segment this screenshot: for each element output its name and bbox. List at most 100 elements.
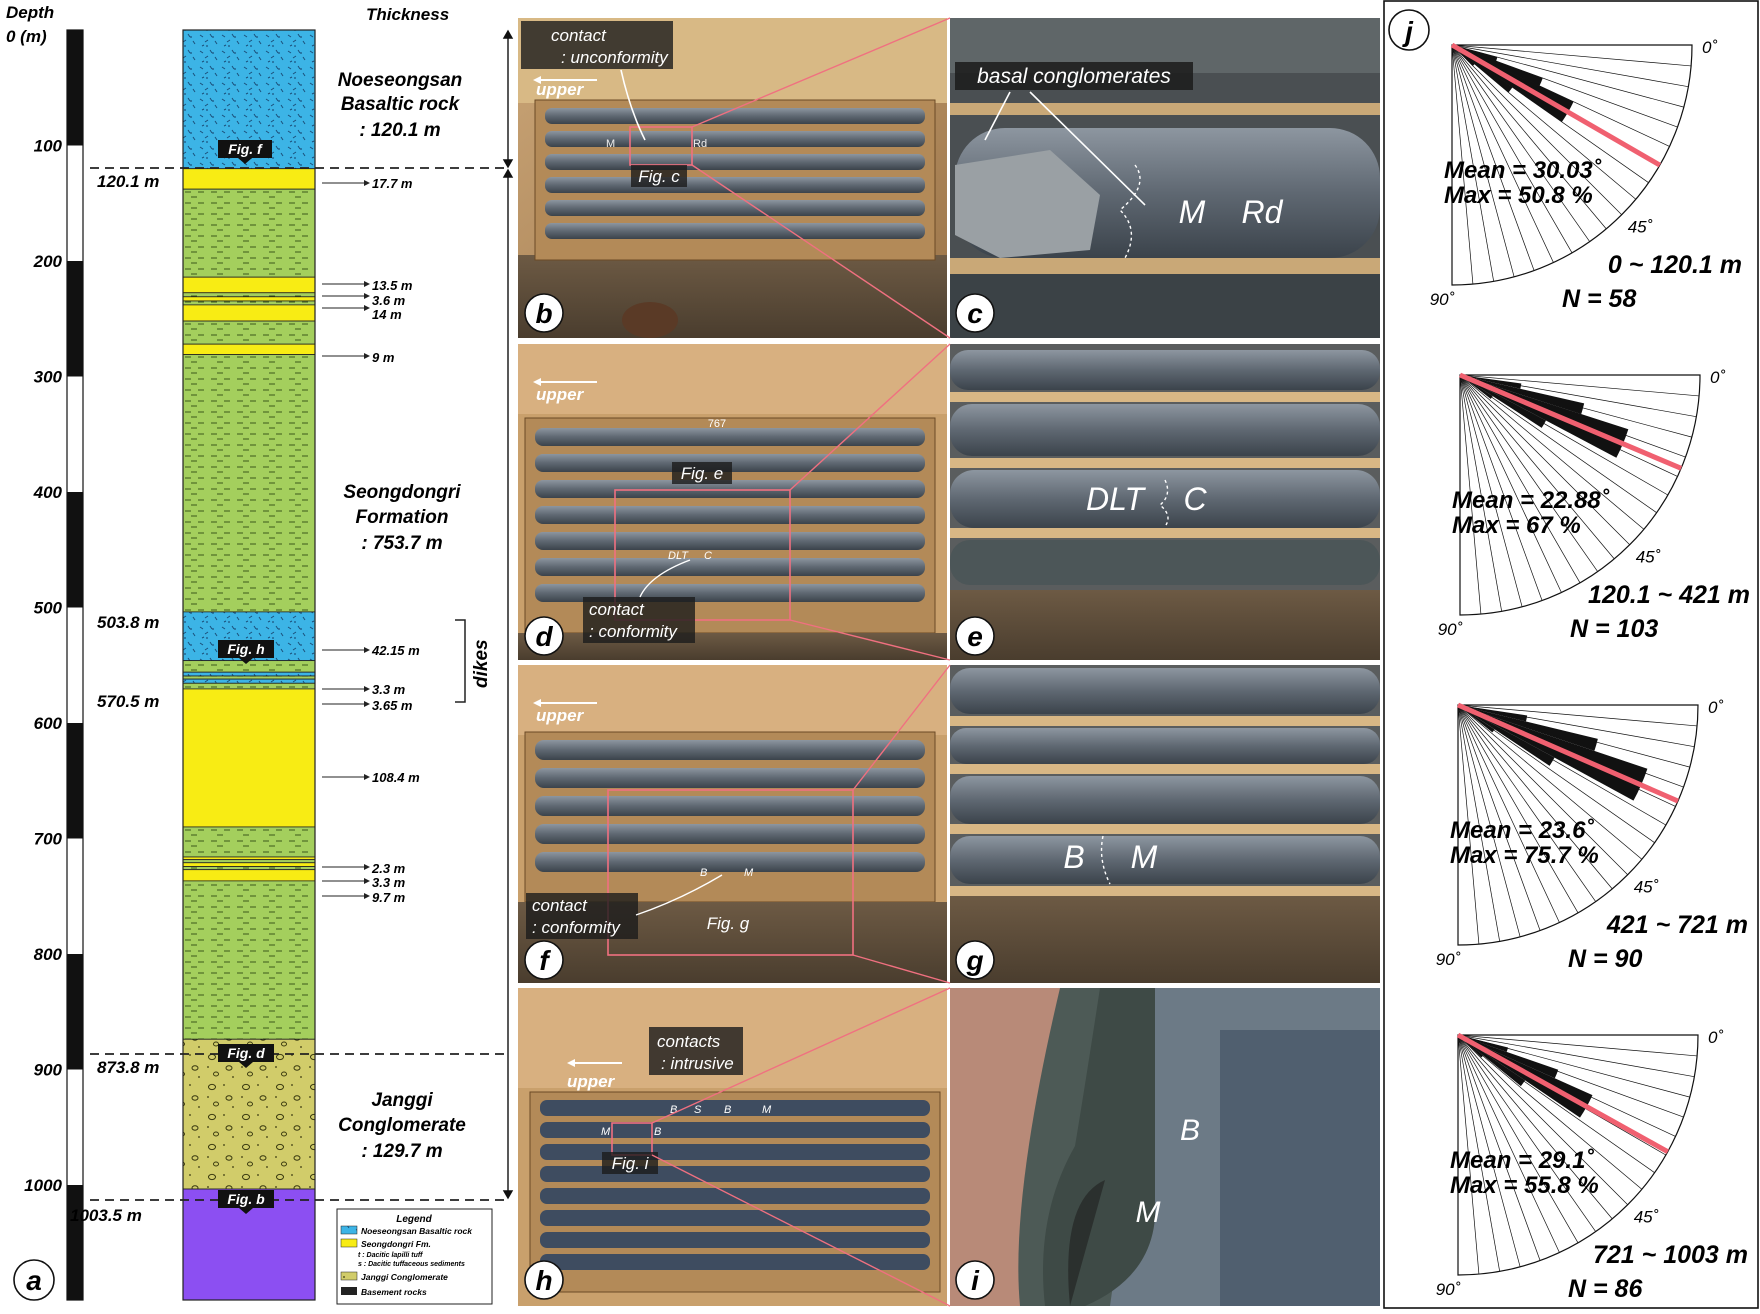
rose-spoke	[1459, 374, 1581, 584]
rose-spoke	[1451, 44, 1692, 67]
scale-bar-segment	[67, 261, 83, 377]
rose-petal	[1452, 45, 1513, 93]
depth-tick-label: 100	[34, 137, 63, 156]
rose-angle-45: 45˚	[1628, 218, 1653, 237]
unit-range-arrows	[502, 29, 514, 1200]
rose-spoke	[1457, 704, 1480, 945]
photo-d-upper: upper	[536, 385, 585, 404]
rose-petal	[1458, 705, 1528, 722]
rose-spoke	[1457, 704, 1596, 902]
photo-h-upper: upper	[567, 1072, 616, 1091]
unit-1-thickness: : 120.1 m	[359, 120, 440, 141]
rose-spoke	[1457, 1034, 1698, 1057]
unit-2-name: Seongdongri	[343, 482, 461, 503]
photo-b-label-rd: Rd	[693, 138, 707, 150]
rose-diagram-1: 0˚45˚90˚Mean = 30.03˚Max = 50.8 %0 ~ 120…	[1430, 38, 1742, 313]
rose-spoke	[1457, 1034, 1695, 1078]
thickness-label: 2.3 m	[371, 861, 406, 876]
photo-i-label-b: B	[1180, 1114, 1200, 1147]
photo-h-label-3: B	[724, 1104, 731, 1116]
thickness-arrowhead	[364, 878, 370, 884]
rose-mean-line	[1459, 372, 1683, 471]
unit-1-name2: Basaltic rock	[341, 94, 461, 115]
lithology-layer	[182, 292, 316, 298]
rose-petal	[1452, 45, 1543, 86]
thickness-label: 9 m	[372, 350, 395, 365]
rose-panel-letter: j	[1401, 16, 1414, 47]
column-outline	[182, 29, 316, 1301]
legend-tuffaceous: s : Dacitic tuffaceous sediments	[358, 1261, 465, 1268]
lithology-layer	[182, 675, 316, 680]
rose-spoke	[1451, 44, 1554, 263]
rose-max: Max = 75.7 %	[1450, 842, 1599, 869]
rose-diagram-3: 0˚45˚90˚Mean = 23.6˚Max = 75.7 %421 ~ 72…	[1436, 698, 1748, 973]
thickness-arrowhead	[364, 893, 370, 899]
legend-janggi: Janggi Conglomerate	[361, 1272, 448, 1282]
unit-2-thickness: : 753.7 m	[361, 533, 442, 554]
zoom-connectors	[651, 17, 951, 1307]
rose-mean: Mean = 30.03˚	[1444, 157, 1602, 184]
thickness-arrowhead	[364, 180, 370, 186]
photo-panel-b: contact : unconformity upper M Rd Fig. c…	[518, 18, 947, 338]
rose-spoke	[1451, 44, 1495, 282]
thickness-arrowhead	[364, 701, 370, 707]
thickness-arrowhead	[364, 305, 370, 311]
rose-petal	[1458, 1035, 1526, 1087]
fig-tag-h: Fig. h	[227, 641, 264, 657]
rose-mean-line	[1456, 1032, 1669, 1154]
depth-tick-label: 800	[34, 945, 63, 964]
lithology-layer	[182, 826, 316, 858]
photo-c-label-rd: Rd	[1242, 194, 1284, 230]
photo-panel-i: B M i	[950, 988, 1380, 1306]
unit-2-name2: Formation	[356, 507, 449, 528]
thickness-arrowhead	[364, 864, 370, 870]
lithology-layer	[182, 869, 316, 882]
photo-panel-g: B M g	[950, 665, 1380, 983]
rose-angle-0: 0˚	[1710, 368, 1725, 387]
thickness-label: 3.3 m	[372, 875, 406, 890]
rose-petal	[1460, 375, 1585, 415]
photo-d-contact-type: : conformity	[589, 622, 678, 641]
lithology-layer	[182, 343, 316, 355]
photo-panel-d: 767 upper Fig. e DLT C contact : conform…	[518, 344, 947, 660]
rose-max: Max = 55.8 %	[1450, 1172, 1599, 1199]
depth-header: Depth	[6, 3, 54, 22]
rose-spoke	[1459, 374, 1562, 593]
rose-max: Max = 50.8 %	[1444, 182, 1593, 209]
photo-f-contact-type: : conformity	[532, 918, 621, 937]
rose-petal	[1460, 375, 1522, 389]
legend: Legend Noeseongsan Basaltic rock Seongdo…	[336, 1208, 493, 1305]
rose-spoke	[1451, 44, 1607, 230]
rose-spoke	[1451, 44, 1684, 108]
unit-3-name2: Conglomerate	[338, 1115, 466, 1136]
rose-mean-line	[1450, 42, 1662, 168]
rose-spoke	[1457, 704, 1579, 914]
photo-d-label-dlt: DLT	[668, 550, 689, 562]
photo-c-letter: c	[967, 298, 983, 329]
rose-spoke	[1459, 374, 1615, 560]
lithology-column	[182, 29, 316, 1301]
photo-h-contact: contacts	[657, 1032, 721, 1051]
rose-spoke	[1459, 374, 1482, 615]
lithology-layer	[182, 682, 316, 690]
photo-d-label-c: C	[704, 550, 712, 562]
rose-n: N = 58	[1562, 285, 1636, 313]
rose-spoke	[1457, 704, 1521, 937]
photo-c-title: basal conglomerates	[977, 65, 1171, 88]
rose-spoke	[1457, 1034, 1541, 1261]
thickness-arrowhead	[364, 281, 370, 287]
thickness-label: 3.3 m	[372, 682, 406, 697]
photo-d-letter: d	[535, 621, 553, 652]
photo-panel-h: contacts : intrusive upper B S B M M B F…	[518, 988, 947, 1306]
depth-tick-label: 200	[33, 252, 63, 271]
rose-spoke	[1459, 374, 1543, 601]
depth-tick-label: 1000	[24, 1176, 62, 1195]
lithology-layer	[182, 688, 316, 828]
photo-h-contact-type: : intrusive	[661, 1054, 734, 1073]
unit-3-thickness: : 129.7 m	[361, 1141, 442, 1162]
rose-spoke	[1451, 44, 1689, 88]
rose-angle-0: 0˚	[1702, 38, 1717, 57]
rose-spoke	[1457, 704, 1613, 890]
rose-range: 721 ~ 1003 m	[1593, 1241, 1748, 1269]
